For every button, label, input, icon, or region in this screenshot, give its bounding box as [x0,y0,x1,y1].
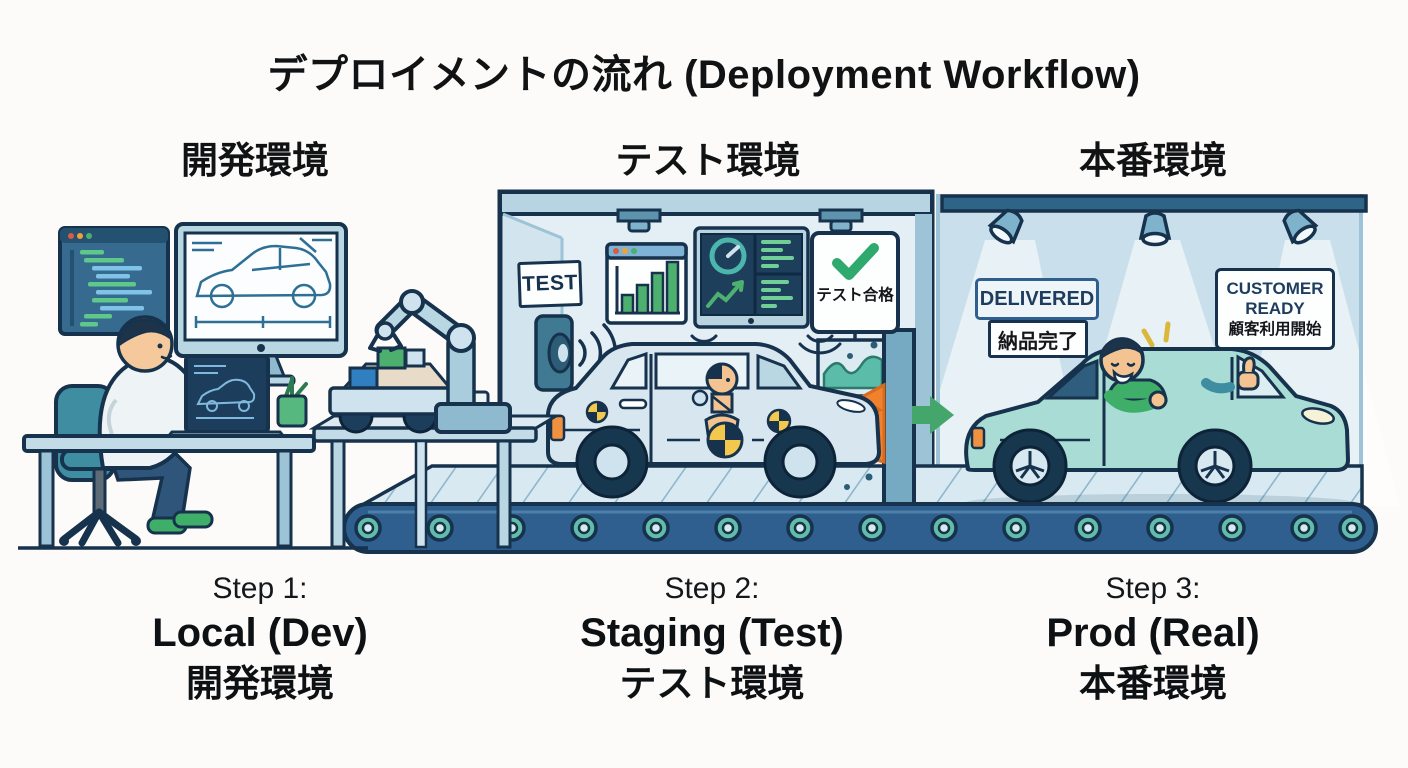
test-passed-label: テスト合格 [816,287,894,304]
step-name: Staging (Test) [580,611,844,656]
customer-ready-jp: 顧客利用開始 [1228,321,1322,339]
thumbs-up-icon [1201,356,1260,394]
step-name-jp: テスト環境 [619,662,805,704]
delivered-sign-jp: 納品完了 [988,320,1088,358]
step-label: Step 3: [1105,572,1201,605]
delivered-sign: DELIVERED [975,278,1099,320]
step-block-test: Step 2: Staging (Test) テスト環境 [532,570,892,707]
conveyor-belt [342,502,1378,554]
dev-scene [18,222,562,550]
spotlight-icon [1282,208,1319,245]
happy-driver [1099,337,1260,413]
speaker-icon [534,314,618,392]
step-name: Prod (Real) [1046,611,1260,656]
flow-arrow-icon [912,396,954,434]
sparkle-icon [1141,321,1171,348]
block-prototype-car [328,346,490,434]
spotlight-track [940,194,1368,247]
production-car [964,321,1355,512]
page-title: デプロイメントの流れ (Deployment Workflow) [267,53,1141,97]
step-name-jp: 開発環境 [186,662,334,704]
customer-ready-line1: CUSTOMER [1226,279,1324,299]
customer-ready-sign: CUSTOMER READY 顧客利用開始 [1215,268,1335,350]
check-icon [832,243,879,280]
spotlight-icon [1138,210,1172,247]
crash-test-car [546,315,916,508]
header-test-env: テスト環境 [615,140,801,181]
spotlight-icon [987,208,1024,245]
step-label: Step 2: [664,572,760,605]
header-dev-env: 開発環境 [181,140,329,181]
step-name: Local (Dev) [152,611,368,656]
bar-chart-window [605,242,688,325]
step-label: Step 1: [212,572,308,605]
wheel-icon [992,428,1253,504]
conveyor-rollers [354,514,1366,542]
step-block-prod: Step 3: Prod (Real) 本番環境 [973,570,1333,707]
dashboard-monitor [693,226,810,329]
step-block-dev: Step 1: Local (Dev) 開発環境 [80,570,440,707]
test-sign: TEST [517,259,583,309]
code-editor-screen [58,226,170,336]
crash-target-marker [585,400,792,459]
step-name-jp: 本番環境 [1079,662,1227,704]
customer-ready-line2: READY [1245,298,1305,318]
pen-cup [276,376,308,428]
area-chart-panel [816,334,890,398]
robot-arm [368,289,512,434]
test-passed-sign: テスト合格 [810,231,900,334]
header-prod-env: 本番環境 [1079,140,1227,181]
desk [22,434,316,548]
